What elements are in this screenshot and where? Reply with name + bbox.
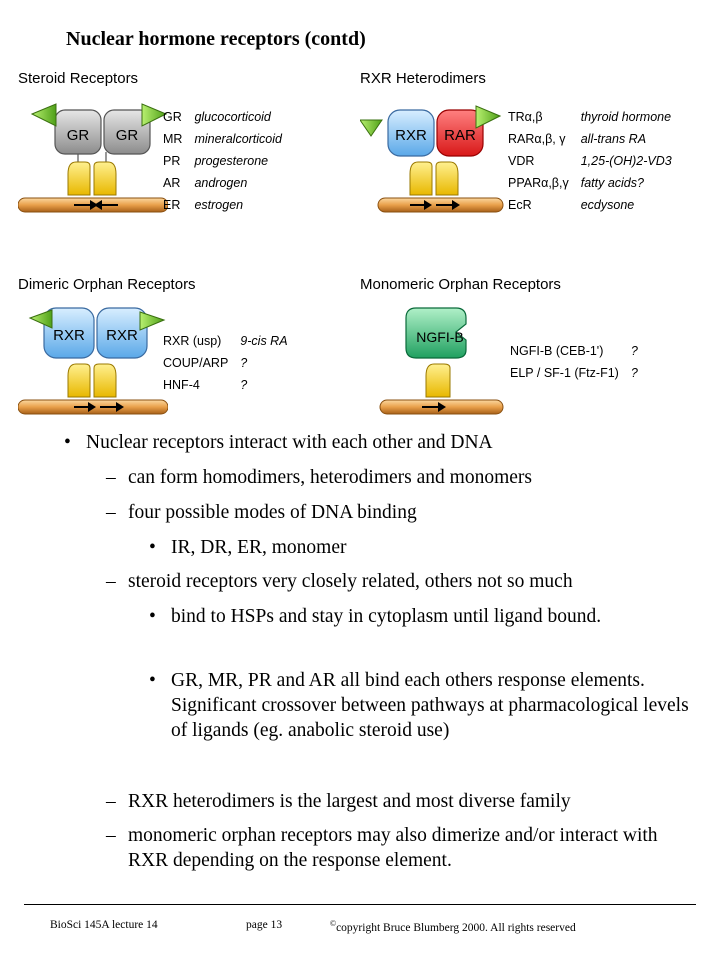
footer-copyright: ©copyright Bruce Blumberg 2000. All righ… bbox=[330, 919, 576, 934]
list-item: –monomeric orphan receptors may also dim… bbox=[106, 825, 658, 871]
arrow-left-icon bbox=[94, 200, 102, 210]
receptor-label: GR bbox=[116, 127, 139, 144]
dimeric-orphan-panel: Dimeric Orphan Receptors RXR RXR RXR (us… bbox=[18, 276, 338, 421]
dna-binding-domain bbox=[67, 161, 91, 196]
receptor-ligand-domain bbox=[96, 307, 148, 359]
dna-binding-domain bbox=[93, 363, 117, 398]
table-row: RXR (usp)9-cis RA bbox=[163, 334, 288, 348]
footer-divider bbox=[24, 904, 696, 905]
receptor-label: RXR bbox=[395, 127, 427, 144]
dna-binding-domain bbox=[67, 363, 91, 398]
receptor-ligand-domain bbox=[54, 109, 102, 155]
list-item: –steroid receptors very closely related,… bbox=[106, 571, 573, 592]
footer-course: BioSci 145A lecture 14 bbox=[50, 919, 158, 931]
list-item: •bind to HSPs and stay in cytoplasm unti… bbox=[149, 606, 602, 627]
receptor-label: RAR bbox=[444, 127, 476, 144]
dna-binding-domain bbox=[409, 161, 433, 196]
list-item: •Nuclear receptors interact with each ot… bbox=[64, 432, 493, 453]
list-item: •IR, DR, ER, monomer bbox=[149, 537, 347, 558]
list-item: –four possible modes of DNA binding bbox=[106, 502, 417, 523]
table-row: NGFI-B (CEB-1')? bbox=[510, 344, 638, 358]
panel-title: RXR Heterodimers bbox=[360, 70, 486, 87]
dimeric-orphan-ligand-table: RXR (usp)9-cis RA COUP/ARP? HNF-4? bbox=[163, 330, 300, 396]
receptor-label: GR bbox=[67, 127, 90, 144]
rxr-heterodimer-diagram: RXR RAR bbox=[360, 105, 504, 213]
arrow-right-icon bbox=[452, 200, 460, 210]
dna-binding-domain bbox=[93, 161, 117, 196]
steroid-dimer-diagram: GR GR bbox=[18, 103, 168, 213]
receptor-label: RXR bbox=[53, 327, 85, 344]
receptor-ligand-domain bbox=[103, 109, 151, 155]
table-row: HNF-4? bbox=[163, 378, 248, 392]
ligand-triangle-icon bbox=[360, 119, 383, 137]
dna-binding-domain bbox=[435, 161, 459, 196]
ligand-triangle-icon bbox=[30, 103, 57, 127]
panel-title: Steroid Receptors bbox=[18, 70, 139, 87]
receptor-label: NGFI-B bbox=[416, 329, 463, 345]
monomeric-orphan-ligand-table: NGFI-B (CEB-1')? ELP / SF-1 (Ftz-F1)? bbox=[510, 340, 650, 384]
arrow-right-icon bbox=[438, 402, 446, 412]
footer-page-number: page 13 bbox=[246, 919, 283, 931]
ligand-triangle-icon bbox=[141, 103, 168, 127]
arrow-right-icon bbox=[424, 200, 432, 210]
receptor-ligand-domain bbox=[405, 307, 467, 359]
dimeric-orphan-diagram: RXR RXR bbox=[18, 307, 168, 415]
monomeric-orphan-panel: Monomeric Orphan Receptors NGFI-B NGFI-B… bbox=[360, 276, 712, 421]
table-row: COUP/ARP? bbox=[163, 356, 248, 370]
dna-binding-domain bbox=[425, 363, 451, 398]
arrow-right-icon bbox=[116, 402, 124, 412]
table-row: ELP / SF-1 (Ftz-F1)? bbox=[510, 366, 638, 380]
receptor-ligand-domain bbox=[43, 307, 95, 359]
page-title: Nuclear hormone receptors (contd) bbox=[66, 28, 366, 50]
list-item: –can form homodimers, heterodimers and m… bbox=[106, 467, 532, 488]
list-item: •GR, MR, PR and AR all bind each others … bbox=[149, 670, 689, 741]
monomeric-orphan-diagram: NGFI-B bbox=[379, 307, 504, 415]
receptor-label: RXR bbox=[106, 327, 138, 344]
ligand-triangle-icon bbox=[28, 309, 53, 329]
ligand-triangle-icon bbox=[475, 105, 502, 129]
list-item: –RXR heterodimers is the largest and mos… bbox=[106, 791, 571, 812]
panel-title: Monomeric Orphan Receptors bbox=[360, 276, 561, 293]
ligand-triangle-icon bbox=[139, 311, 166, 331]
receptor-ligand-domain bbox=[436, 109, 484, 157]
panel-title: Dimeric Orphan Receptors bbox=[18, 276, 196, 293]
arrow-right-icon bbox=[88, 402, 96, 412]
receptor-ligand-domain bbox=[387, 109, 435, 157]
